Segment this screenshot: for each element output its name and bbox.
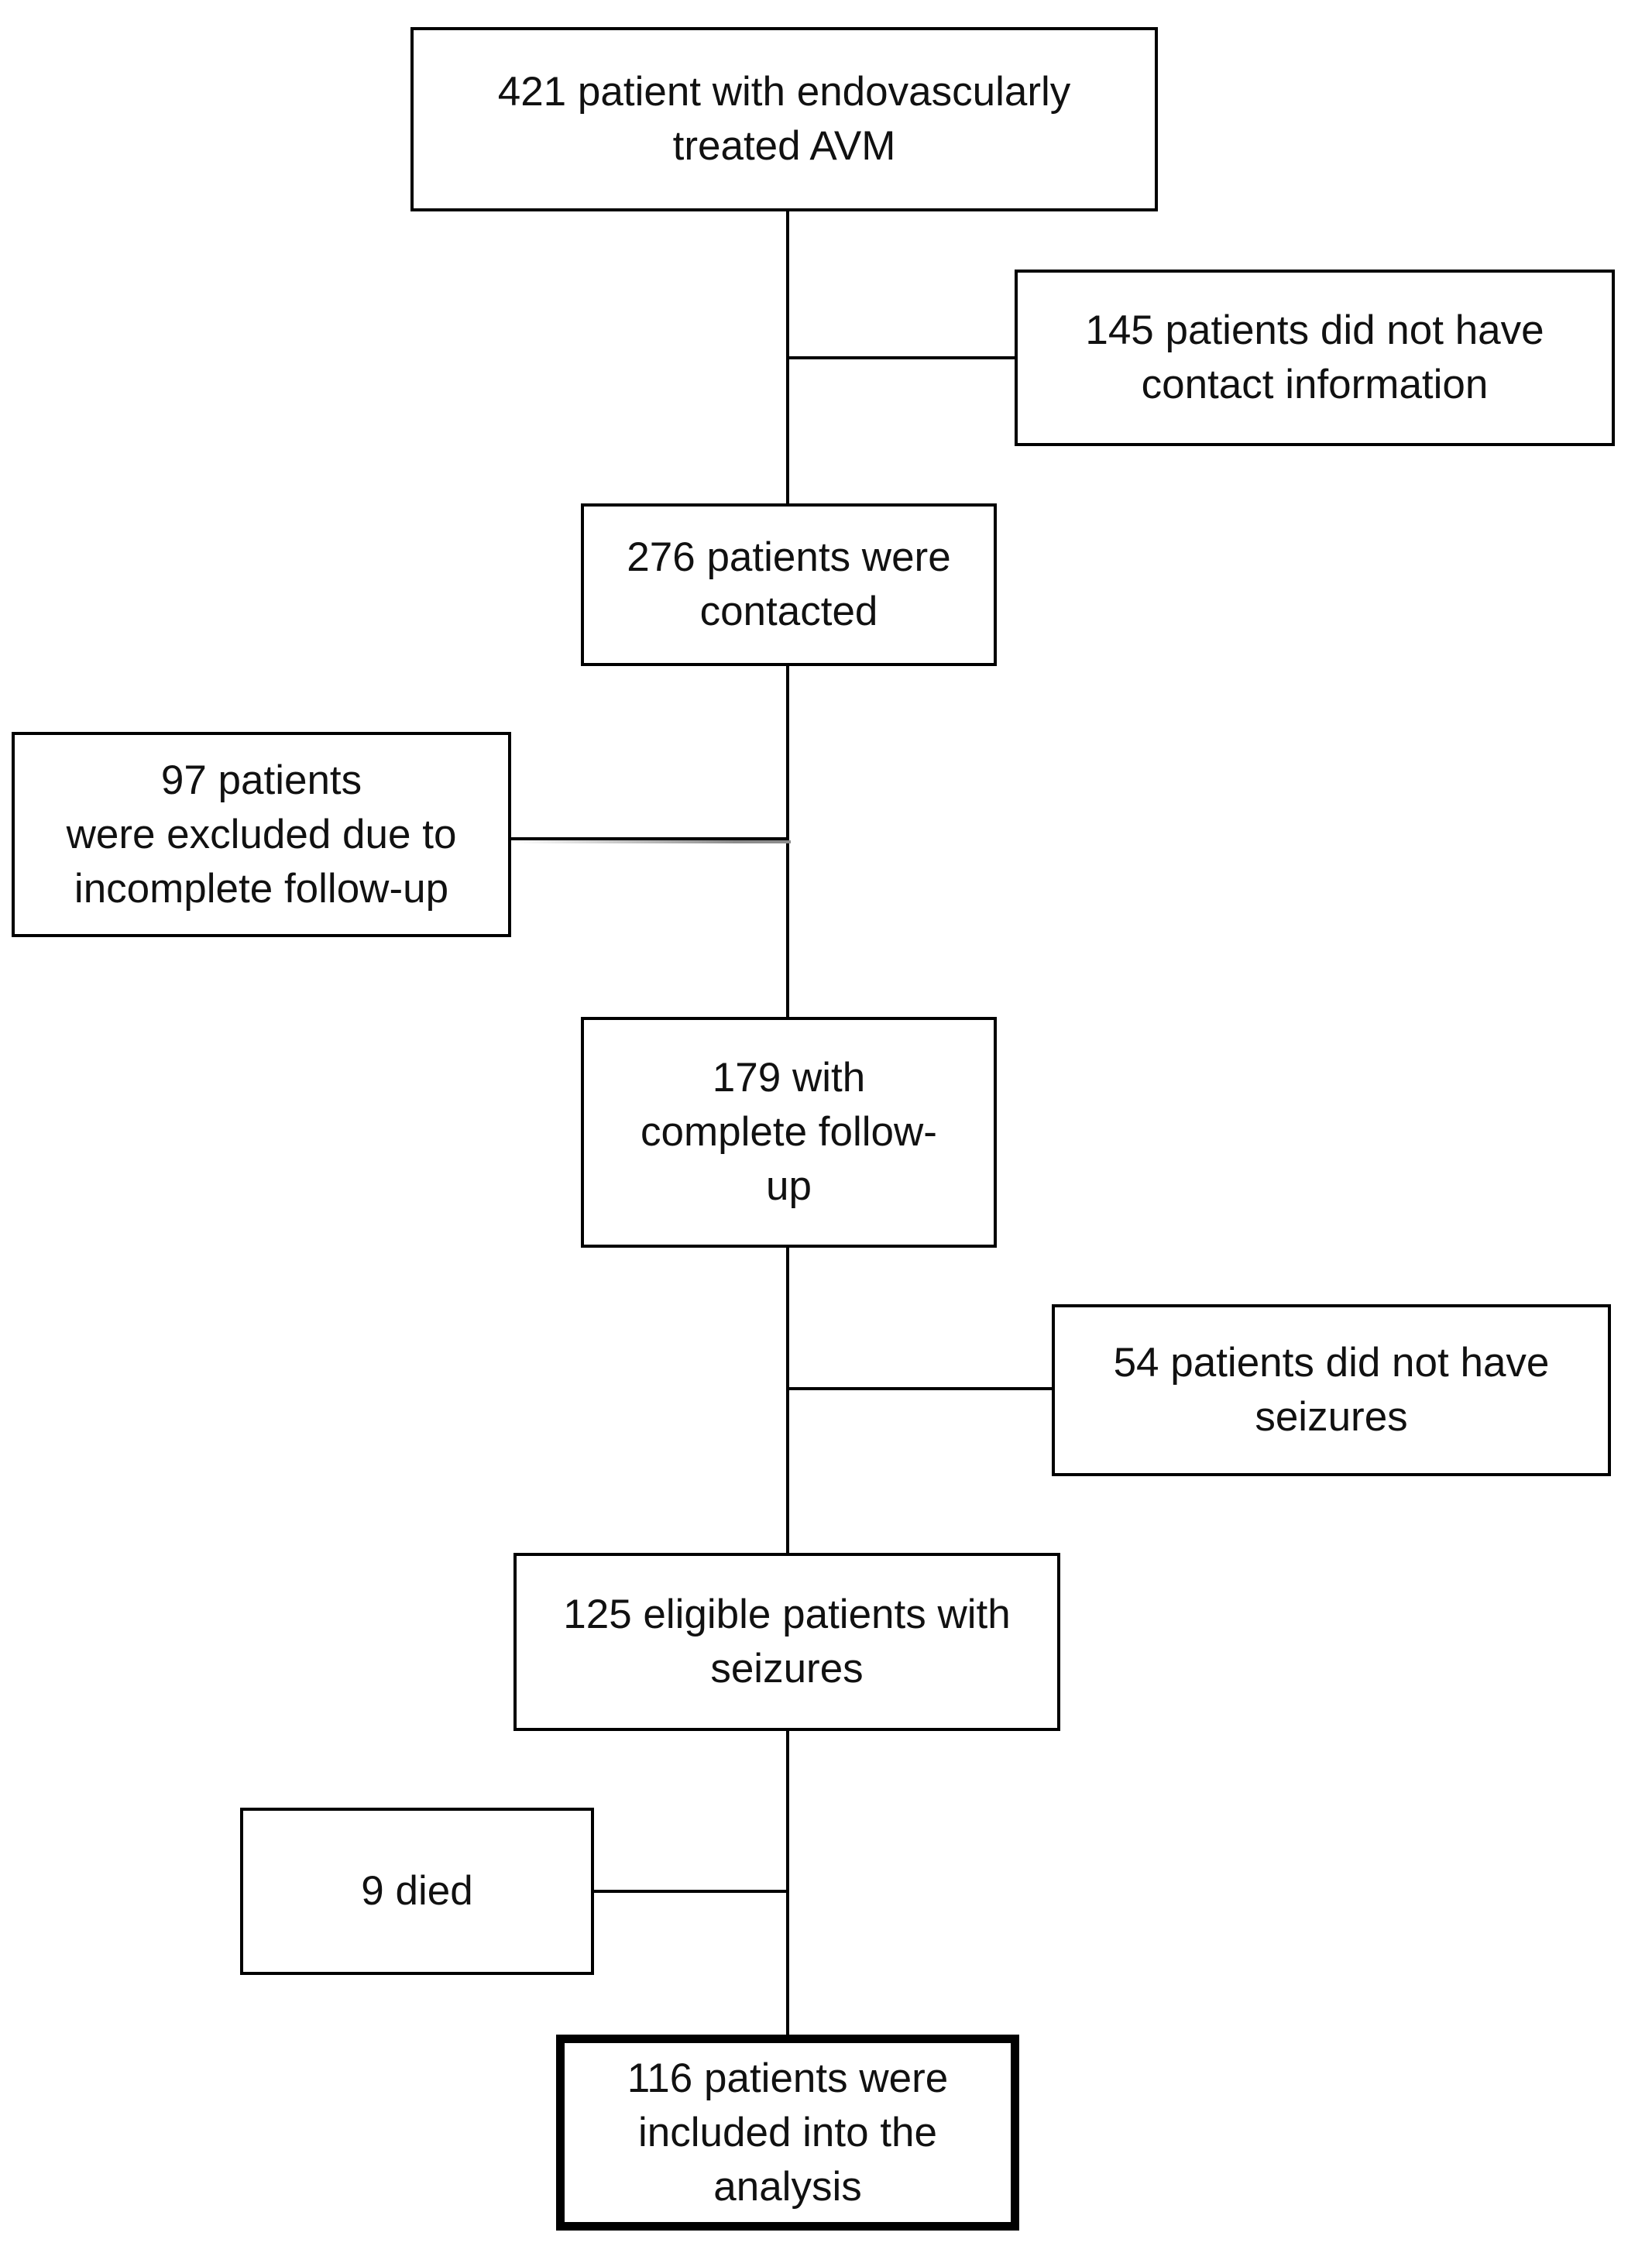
connector-179-to-125 xyxy=(786,1246,789,1556)
flow-box-contacted-label: 276 patients were contacted xyxy=(627,534,951,634)
flow-box-excluded-followup: 97 patients were excluded due to incompl… xyxy=(12,732,511,937)
flow-box-no-contact-info: 145 patients did not have contact inform… xyxy=(1015,270,1615,446)
connector-branch-excluded-shadow xyxy=(513,840,791,843)
connector-branch-no-seizures xyxy=(786,1387,1053,1390)
flow-box-eligible-seizures: 125 eligible patients with seizures xyxy=(513,1553,1060,1731)
flow-box-died: 9 died xyxy=(240,1808,594,1975)
flow-box-no-seizures: 54 patients did not have seizures xyxy=(1052,1304,1611,1476)
connector-branch-no-contact xyxy=(786,356,1016,359)
flow-box-died-label: 9 died xyxy=(361,1868,473,1914)
flow-box-eligible-seizures-label: 125 eligible patients with seizures xyxy=(563,1592,1011,1691)
flow-box-treated-avm: 421 patient with endovascularly treated … xyxy=(410,27,1158,211)
connector-branch-excluded xyxy=(510,837,789,840)
flow-box-no-contact-info-label: 145 patients did not have contact inform… xyxy=(1085,307,1544,407)
flow-box-contacted: 276 patients were contacted xyxy=(581,503,997,666)
flow-box-included-analysis: 116 patients were included into the anal… xyxy=(556,2035,1019,2231)
connector-branch-died xyxy=(594,1890,788,1893)
flow-box-treated-avm-label: 421 patient with endovascularly treated … xyxy=(497,69,1071,169)
flow-box-no-seizures-label: 54 patients did not have seizures xyxy=(1113,1340,1550,1440)
connector-125-to-116 xyxy=(786,1729,789,2038)
flow-box-complete-followup: 179 with complete follow- up xyxy=(581,1017,997,1248)
flow-box-excluded-followup-label: 97 patients were excluded due to incompl… xyxy=(66,757,457,912)
flow-box-included-analysis-label: 116 patients were included into the anal… xyxy=(627,2055,949,2210)
flow-box-complete-followup-label: 179 with complete follow- up xyxy=(641,1055,937,1209)
